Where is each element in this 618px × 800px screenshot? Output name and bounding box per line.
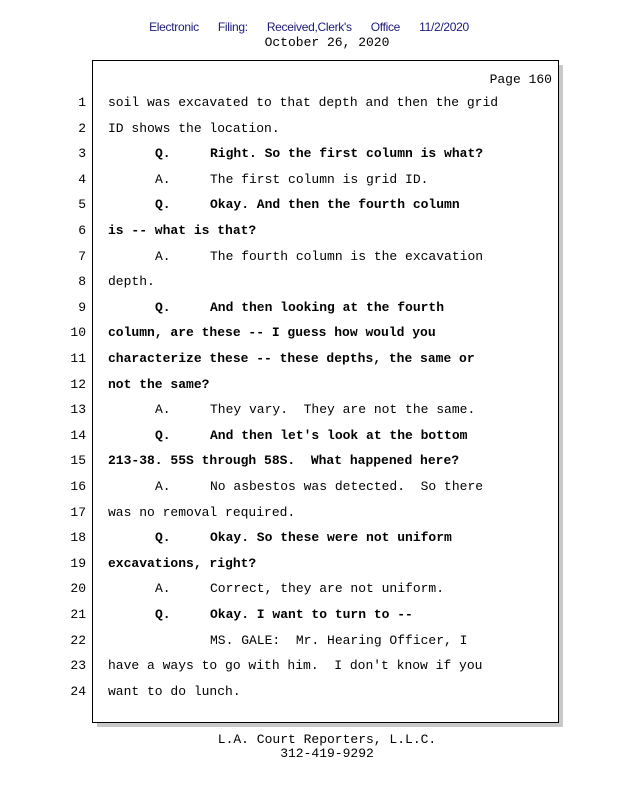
transcript-line: 8 depth. xyxy=(0,274,560,294)
line-text: ID shows the location. xyxy=(108,120,280,136)
line-text: depth. xyxy=(108,274,155,290)
transcript-line: 4 A. The first column is grid ID. xyxy=(0,172,560,192)
line-text: column, are these -- I guess how would y… xyxy=(108,325,436,341)
line-text: want to do lunch. xyxy=(108,683,241,699)
line-text: excavations, right? xyxy=(108,555,257,571)
line-number: 15 xyxy=(70,453,86,469)
line-number: 11 xyxy=(70,351,86,366)
speaker-label: Q. xyxy=(155,197,171,213)
transcript-page xyxy=(92,60,559,723)
line-number: 10 xyxy=(70,325,86,341)
line-number: 2 xyxy=(78,120,86,136)
speaker-label: Q. xyxy=(155,146,171,162)
line-text: No asbestos was detected. So there xyxy=(210,479,484,494)
line-text: They vary. They are not the same. xyxy=(210,402,476,418)
transcript-line: 6 is -- what is that? xyxy=(0,223,560,243)
line-number: 1 xyxy=(78,95,86,110)
transcript-line: 11 characterize these -- these depths, th… xyxy=(0,351,560,371)
transcript-line: 22 MS. GALE: Mr. Hearing Officer, I xyxy=(0,633,560,653)
line-number: 24 xyxy=(70,683,86,699)
line-number: 5 xyxy=(78,197,86,213)
line-number: 14 xyxy=(70,427,86,443)
speaker-label: A. xyxy=(155,171,171,187)
transcript-line: 21 Q. Okay. I want to turn to -- xyxy=(0,607,560,627)
line-number: 3 xyxy=(78,146,86,162)
transcript-line: 7 A. The fourth column is the excavation xyxy=(0,249,560,269)
line-text: have a ways to go with him. I don't know… xyxy=(108,658,483,674)
transcript-line: 24 want to do lunch. xyxy=(0,684,560,704)
line-text: soil was excavated to that depth and the… xyxy=(108,95,499,110)
transcript-line: 13 A. They vary. They are not the same. xyxy=(0,402,560,422)
transcript-line: 20 A. Correct, they are not uniform. xyxy=(0,581,560,601)
transcript-date: October 26, 2020 xyxy=(264,35,390,50)
line-text: characterize these -- these depths, the … xyxy=(108,351,475,366)
transcript-line: 3 Q. Right. So the first column is what? xyxy=(0,146,560,166)
line-text: And then looking at the fourth xyxy=(210,299,445,315)
speaker-label: Q. xyxy=(155,299,171,315)
line-text: The first column is grid ID. xyxy=(210,171,429,187)
transcript-line: 5 Q. Okay. And then the fourth column xyxy=(0,197,560,217)
speaker-label: Q. xyxy=(155,607,171,622)
transcript-line: 19 excavations, right? xyxy=(0,556,560,576)
reporter-company: L.A. Court Reporters, L.L.C. xyxy=(217,732,437,747)
line-number: 20 xyxy=(70,581,86,597)
line-text: Correct, they are not uniform. xyxy=(210,581,445,597)
line-number: 17 xyxy=(70,504,86,520)
filing-stamp-word: 11/2/2020 xyxy=(419,20,469,34)
transcript-line: 12 not the same? xyxy=(0,377,560,397)
line-text: Right. So the first column is what? xyxy=(210,146,484,162)
filing-stamp-word: Filing: xyxy=(217,20,248,34)
line-text: The fourth column is the excavation xyxy=(210,248,484,264)
line-text: Okay. I want to turn to -- xyxy=(210,607,413,622)
filing-stamp: Electronic Filing: Received,Clerk's Offi… xyxy=(0,20,618,34)
line-number: 8 xyxy=(78,274,86,290)
line-number: 12 xyxy=(70,376,86,392)
line-text: MS. GALE: Mr. Hearing Officer, I xyxy=(210,632,468,648)
line-text: Okay. So these were not uniform xyxy=(210,530,452,546)
line-number: 7 xyxy=(78,248,86,264)
line-number: 23 xyxy=(70,658,86,674)
transcript-line: 17 was no removal required. xyxy=(0,505,560,525)
page-number: Page 160 xyxy=(489,72,552,87)
line-text: not the same? xyxy=(108,376,210,392)
line-number: 9 xyxy=(78,299,86,315)
transcript-line: 16 A. No asbestos was detected. So there xyxy=(0,479,560,499)
line-text: was no removal required. xyxy=(108,504,296,520)
transcript-line: 23 have a ways to go with him. I don't kn… xyxy=(0,658,560,678)
filing-stamp-word: Received,Clerk's xyxy=(266,20,352,34)
line-text: is -- what is that? xyxy=(108,223,257,238)
speaker-label: Q. xyxy=(155,530,171,546)
line-text: And then let's look at the bottom xyxy=(210,427,468,443)
line-number: 13 xyxy=(70,402,86,418)
line-number: 4 xyxy=(78,171,86,187)
line-number: 21 xyxy=(70,607,86,622)
speaker-label: A. xyxy=(155,581,171,597)
speaker-label: A. xyxy=(155,479,171,494)
line-number: 18 xyxy=(70,530,86,546)
speaker-label: Q. xyxy=(155,427,171,443)
transcript-line: 9 Q. And then looking at the fourth xyxy=(0,300,560,320)
transcript-line: 18 Q. Okay. So these were not uniform xyxy=(0,530,560,550)
line-text: Okay. And then the fourth column xyxy=(210,197,460,213)
speaker-label: A. xyxy=(155,248,171,264)
transcript-line: 1 soil was excavated to that depth and th… xyxy=(0,95,560,115)
line-number: 19 xyxy=(70,555,86,571)
transcript-line: 2 ID shows the location. xyxy=(0,121,560,141)
filing-stamp-word: Electronic xyxy=(149,20,199,34)
reporter-phone: 312-419-9292 xyxy=(280,746,374,761)
speaker-label: A. xyxy=(155,402,171,418)
transcript-line: 15 213-38. 55S through 58S. What happened… xyxy=(0,453,560,473)
transcript-line: 10 column, are these -- I guess how would… xyxy=(0,325,560,345)
line-text: 213-38. 55S through 58S. What happened h… xyxy=(108,453,460,469)
line-number: 6 xyxy=(78,223,86,238)
filing-stamp-word: Office xyxy=(370,20,401,34)
line-number: 16 xyxy=(70,479,86,494)
line-number: 22 xyxy=(70,632,86,648)
transcript-line: 14 Q. And then let's look at the bottom xyxy=(0,428,560,448)
